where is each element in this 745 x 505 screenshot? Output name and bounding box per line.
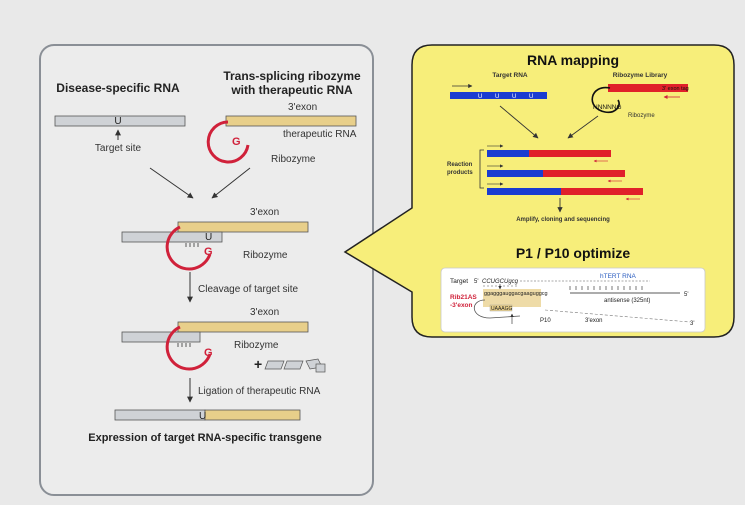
product1-red bbox=[529, 150, 611, 157]
mapping-arrow-right bbox=[567, 115, 599, 139]
complex1-base-pairs bbox=[185, 243, 199, 247]
exon-tag-label: 3' exon tag bbox=[662, 86, 689, 92]
complex2-gold-strand bbox=[177, 321, 309, 333]
nnnnng-label: NNNNNG bbox=[593, 104, 622, 111]
inset-highlight bbox=[483, 289, 541, 307]
therapeutic-rna-strand bbox=[225, 115, 357, 127]
inset-uaaagg-box bbox=[489, 304, 513, 312]
complex2-base-pairs bbox=[177, 343, 191, 347]
left-panel-frame bbox=[39, 44, 374, 496]
inset-rib-line2: -3'exon bbox=[450, 302, 473, 309]
g-label-2: G bbox=[204, 246, 213, 258]
reaction-bracket bbox=[479, 149, 484, 189]
ribozyme-label-1: Ribozyme bbox=[271, 154, 316, 165]
inset-three-prime-end: 3' bbox=[690, 321, 694, 327]
rna-mapping-title: RNA mapping bbox=[527, 52, 619, 68]
cleavage-label: Cleavage of target site bbox=[198, 284, 298, 295]
reaction-label-1: Reaction bbox=[447, 162, 473, 168]
target-site-label: Target site bbox=[95, 143, 142, 154]
inset-exon3-label: 3'exon bbox=[585, 318, 603, 324]
library-exon-strand bbox=[608, 84, 688, 92]
right-bubble: RNA mapping Target RNA U U U U Ribozyme … bbox=[343, 44, 735, 338]
product2-red bbox=[543, 170, 625, 177]
g-label-3: G bbox=[204, 347, 213, 359]
product-u-label: U bbox=[199, 411, 206, 422]
inset-frame bbox=[440, 267, 706, 333]
inset-five-prime: 5' bbox=[474, 279, 478, 285]
library-ribozyme-loop bbox=[591, 86, 620, 114]
inset-uaaagg: UAAAGG bbox=[491, 306, 513, 312]
inset-target-label: Target bbox=[450, 278, 468, 285]
inset-antisense-pairs bbox=[569, 286, 643, 290]
disease-rna-title: Disease-specific RNA bbox=[56, 81, 180, 95]
inset-target-seq: CCUGCUgcg bbox=[482, 279, 519, 285]
g-label-1: G bbox=[232, 136, 241, 148]
disease-u-label: U bbox=[114, 116, 121, 127]
ribozyme-title-line1: Trans-splicing ribozyme bbox=[223, 69, 361, 83]
reaction-label-2: products bbox=[447, 170, 473, 176]
complex2-gray-strand bbox=[121, 331, 201, 343]
inset-loop-path bbox=[473, 299, 521, 319]
inset-p10-label: P10 bbox=[540, 318, 551, 324]
exon3-label-top: 3'exon bbox=[288, 102, 317, 113]
ribozyme-library-label: Ribozyme Library bbox=[613, 72, 668, 79]
ribozyme-loop-2 bbox=[165, 225, 212, 271]
converge-arrow-left bbox=[149, 167, 194, 199]
exon3-label-3: 3'exon bbox=[250, 307, 279, 318]
target-u2: U bbox=[495, 94, 499, 100]
exon3-label-2: 3'exon bbox=[250, 207, 279, 218]
inset-rib-line1: Rib21AS bbox=[450, 294, 477, 301]
plus-sign: + bbox=[254, 356, 262, 372]
product2-blue bbox=[487, 170, 543, 177]
converge-arrow-right bbox=[211, 167, 251, 199]
product3-blue bbox=[487, 188, 561, 195]
p1-p10-inset: Target 5' CCUGCUgcg hTERT RNA Rib21AS -3… bbox=[440, 267, 706, 333]
product1-blue bbox=[487, 150, 529, 157]
ribozyme-label-3: Ribozyme bbox=[234, 340, 279, 351]
ribozyme-loop-3 bbox=[165, 325, 212, 371]
inset-htert-label: hTERT RNA bbox=[600, 273, 637, 280]
disease-rna-strand bbox=[54, 115, 186, 127]
target-rna-strand bbox=[450, 92, 547, 99]
ribozyme-label-2: Ribozyme bbox=[243, 250, 288, 261]
expression-label: Expression of target RNA-specific transg… bbox=[88, 432, 322, 444]
mapping-arrow-left bbox=[499, 105, 539, 139]
product3-red bbox=[561, 188, 643, 195]
left-panel: Disease-specific RNA Trans-splicing ribo… bbox=[39, 44, 374, 496]
cleaved-fragments bbox=[264, 358, 326, 373]
product-gray-strand bbox=[114, 409, 206, 421]
ligation-label: Ligation of therapeutic RNA bbox=[198, 386, 321, 397]
complex1-u-label: U bbox=[205, 232, 212, 243]
amplify-label: Amplify, cloning and sequencing bbox=[516, 217, 610, 223]
therapeutic-rna-label: therapeutic RNA bbox=[283, 129, 357, 140]
target-rna-label: Target RNA bbox=[492, 72, 528, 79]
ribozyme-loop-1 bbox=[206, 120, 250, 164]
target-u4: U bbox=[529, 94, 533, 100]
target-u1: U bbox=[478, 94, 482, 100]
product-gold-strand bbox=[204, 409, 301, 421]
inset-antisense-label: antisense (325nt) bbox=[604, 298, 650, 304]
inset-rib-seq: ggagggauggacgaaguggcg bbox=[484, 291, 548, 297]
ribozyme-title-line2: with therapeutic RNA bbox=[230, 83, 353, 97]
inset-exon-line bbox=[544, 309, 691, 323]
p1-p10-title: P1 / P10 optimize bbox=[516, 245, 631, 261]
complex1-gold-strand bbox=[177, 221, 309, 233]
inset-right-prime: 5' bbox=[684, 292, 688, 298]
target-u3: U bbox=[512, 94, 516, 100]
library-ribozyme-label: Ribozyme bbox=[628, 113, 655, 119]
